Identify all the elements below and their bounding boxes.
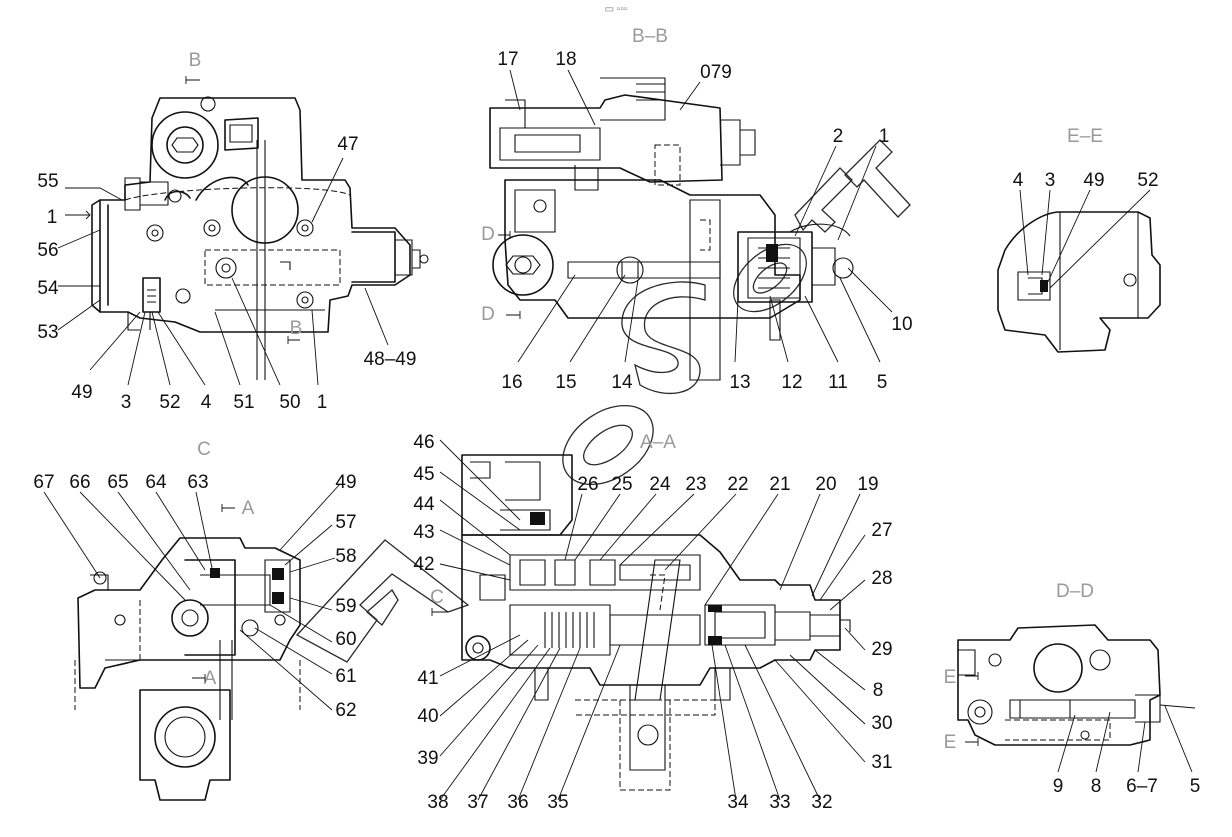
- label-10: 10: [891, 314, 912, 335]
- label-12: 12: [781, 372, 802, 393]
- label-36: 36: [507, 792, 528, 813]
- label-60: 60: [335, 629, 356, 650]
- label-59: 59: [335, 596, 356, 617]
- label-24: 24: [649, 474, 671, 495]
- view-bb-cut-marker-bottom: D: [481, 304, 495, 325]
- label-39: 39: [417, 748, 438, 769]
- label-31: 31: [871, 752, 892, 773]
- label-20: 20: [815, 474, 836, 495]
- label-38: 38: [427, 792, 448, 813]
- label-58: 58: [335, 546, 356, 567]
- label-22: 22: [727, 474, 748, 495]
- view-dd-cut-marker-top: E: [944, 667, 957, 688]
- label-14: 14: [611, 372, 633, 393]
- label-16: 16: [501, 372, 522, 393]
- label-33: 33: [769, 792, 790, 813]
- view-b: B: [37, 50, 429, 413]
- view-dd: D–D E E 9 8 6–7 5: [944, 581, 1201, 797]
- label-30: 30: [871, 713, 892, 734]
- view-c-cut-marker-top: A: [242, 498, 255, 519]
- label-37: 37: [467, 792, 488, 813]
- label-62: 62: [335, 700, 356, 721]
- label-49: 49: [71, 382, 92, 403]
- label-1: 1: [47, 207, 58, 228]
- label-8: 8: [1091, 776, 1102, 797]
- view-c: C A A: [33, 439, 357, 801]
- label-4: 4: [1013, 170, 1024, 191]
- label-49: 49: [1083, 170, 1104, 191]
- label-61: 61: [335, 666, 356, 687]
- label-5: 5: [877, 372, 888, 393]
- label-11: 11: [828, 372, 848, 393]
- label-29: 29: [871, 639, 892, 660]
- label-42: 42: [413, 554, 434, 575]
- label-50: 50: [279, 392, 300, 413]
- label-079: 079: [700, 62, 732, 83]
- label-46: 46: [413, 432, 434, 453]
- view-ee-title: E–E: [1067, 126, 1103, 147]
- view-b-title: B: [189, 50, 202, 71]
- label-1: 1: [879, 126, 890, 147]
- label-49: 49: [335, 472, 356, 493]
- label-66: 66: [69, 472, 90, 493]
- label-26: 26: [577, 474, 598, 495]
- view-bb-title: B–B: [632, 26, 668, 47]
- label-57: 57: [335, 512, 356, 533]
- label-52: 52: [159, 392, 180, 413]
- label-28: 28: [871, 568, 892, 589]
- label-35: 35: [547, 792, 568, 813]
- label-15: 15: [555, 372, 576, 393]
- label-2: 2: [833, 126, 844, 147]
- label-56: 56: [37, 240, 58, 261]
- watermark: [295, 139, 911, 663]
- view-bb: B–B D D: [481, 26, 912, 393]
- label-27: 27: [871, 520, 892, 541]
- label-8: 8: [873, 680, 884, 701]
- label-6-7: 6–7: [1126, 776, 1158, 797]
- label-45: 45: [413, 464, 434, 485]
- label-3: 3: [121, 392, 132, 413]
- label-32: 32: [811, 792, 832, 813]
- label-65: 65: [107, 472, 128, 493]
- label-55: 55: [37, 171, 58, 192]
- label-67: 67: [33, 472, 54, 493]
- label-51: 51: [233, 392, 254, 413]
- label-48-49: 48–49: [364, 349, 417, 370]
- label-4: 4: [201, 392, 212, 413]
- view-b-cut-marker: B: [290, 318, 303, 339]
- label-23: 23: [685, 474, 706, 495]
- view-dd-title: D–D: [1056, 581, 1094, 602]
- view-bb-cut-marker-top: D: [481, 224, 495, 245]
- view-aa-cut-marker: C: [430, 587, 444, 608]
- label-64: 64: [145, 472, 167, 493]
- label-3: 3: [1045, 170, 1056, 191]
- label-53: 53: [37, 322, 58, 343]
- label-40: 40: [417, 706, 438, 727]
- label-17: 17: [497, 49, 518, 70]
- view-dd-cut-marker-bottom: E: [944, 732, 957, 753]
- view-aa: A–A C: [413, 432, 892, 813]
- label-34: 34: [727, 792, 749, 813]
- label-5: 5: [1190, 776, 1201, 797]
- label-52: 52: [1137, 170, 1158, 191]
- label-25: 25: [611, 474, 632, 495]
- label-54: 54: [37, 278, 59, 299]
- label-41: 41: [417, 668, 438, 689]
- label-1b: 1: [317, 392, 328, 413]
- label-21: 21: [769, 474, 790, 495]
- label-18: 18: [555, 49, 576, 70]
- label-63: 63: [187, 472, 208, 493]
- label-13: 13: [729, 372, 750, 393]
- view-c-title: C: [197, 439, 211, 460]
- label-19: 19: [857, 474, 878, 495]
- top-marker: ▭ ▫▫▫: [605, 4, 628, 15]
- label-47: 47: [337, 134, 358, 155]
- label-9: 9: [1053, 776, 1064, 797]
- label-44: 44: [413, 494, 435, 515]
- label-43: 43: [413, 522, 434, 543]
- view-aa-title: A–A: [640, 432, 676, 453]
- view-c-cut-marker-bottom: A: [204, 668, 217, 689]
- view-ee: E–E 4 3 49 52: [997, 126, 1161, 353]
